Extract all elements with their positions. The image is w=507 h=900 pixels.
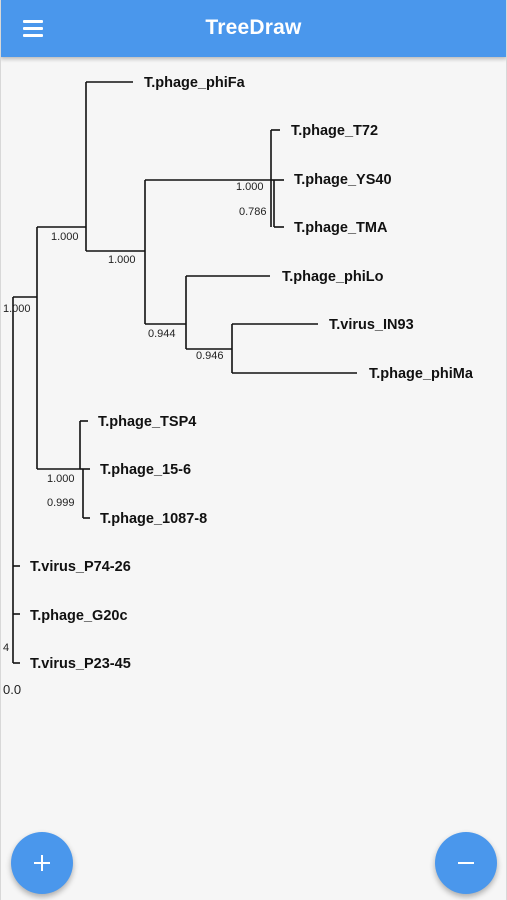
leaf-label[interactable]: T.virus_IN93	[329, 317, 414, 333]
scale-label: 4	[3, 642, 9, 654]
app-title: TreeDraw	[205, 16, 302, 39]
leaf-label[interactable]: T.phage_TSP4	[98, 414, 196, 430]
support-value: 0.944	[148, 328, 176, 340]
leaf-label[interactable]: T.phage_phiFa	[144, 75, 246, 91]
support-value: 1.000	[108, 254, 136, 266]
support-value: 0.946	[196, 350, 224, 362]
support-value: 0.786	[239, 206, 267, 218]
support-value: 1.000	[51, 231, 79, 243]
app-bar: TreeDraw	[0, 0, 507, 57]
leaf-label[interactable]: T.phage_T72	[291, 123, 378, 139]
left-border	[0, 0, 1, 900]
add-button[interactable]	[11, 832, 73, 894]
remove-button[interactable]	[435, 832, 497, 894]
tree-branches	[12, 81, 357, 664]
leaf-label[interactable]: T.phage_1087-8	[100, 511, 207, 527]
support-value: 1.000	[236, 181, 264, 193]
leaf-labels: T.phage_phiFa T.phage_T72 T.phage_YS40 T…	[30, 75, 474, 672]
phylogenetic-tree[interactable]: T.phage_phiFa T.phage_T72 T.phage_YS40 T…	[0, 57, 507, 900]
menu-button[interactable]	[14, 14, 52, 44]
leaf-label[interactable]: T.phage_YS40	[294, 172, 392, 188]
leaf-label[interactable]: T.phage_phiMa	[369, 366, 474, 382]
leaf-label[interactable]: T.virus_P74-26	[30, 559, 131, 575]
tree-canvas[interactable]: T.phage_phiFa T.phage_T72 T.phage_YS40 T…	[0, 57, 507, 900]
leaf-label[interactable]: T.phage_phiLo	[282, 269, 384, 285]
leaf-label[interactable]: T.virus_P23-45	[30, 656, 131, 672]
support-values: 1.000 0.786 1.000 1.000 0.944 0.946 1.00…	[3, 181, 267, 509]
support-value: 1.000	[3, 303, 31, 315]
support-value: 1.000	[47, 473, 75, 485]
scale-label: 0.0	[3, 682, 21, 697]
leaf-label[interactable]: T.phage_15-6	[100, 462, 191, 478]
scale-labels: 4 0.0	[3, 642, 21, 697]
support-value: 0.999	[47, 497, 75, 509]
menu-icon	[23, 20, 43, 23]
leaf-label[interactable]: T.phage_TMA	[294, 220, 388, 236]
leaf-label[interactable]: T.phage_G20c	[30, 608, 128, 624]
